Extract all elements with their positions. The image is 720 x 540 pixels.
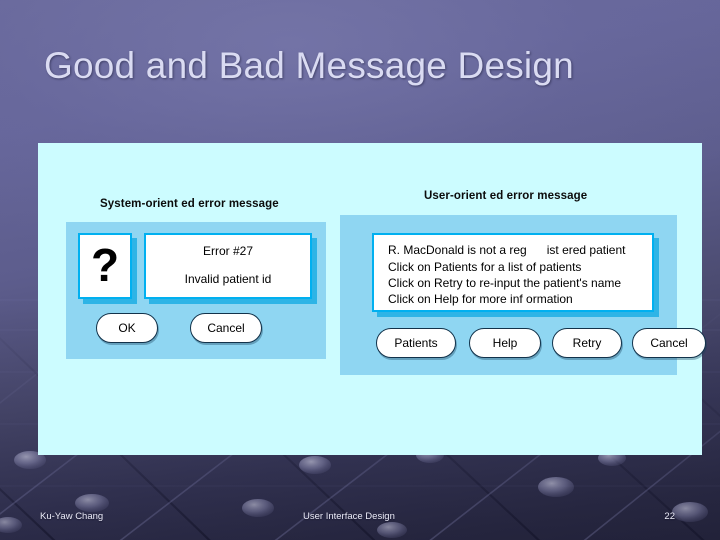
footer-author: Ku-Yaw Chang — [40, 511, 104, 522]
patients-button[interactable]: Patients — [376, 328, 456, 358]
footer-course: User Interface Design — [303, 511, 395, 522]
content-panel: System-orient ed error message ? Error #… — [38, 143, 706, 455]
footer-page-number: 22 — [664, 511, 675, 522]
left-example-caption: System-orient ed error message — [100, 198, 279, 210]
retry-button[interactable]: Retry — [552, 328, 622, 358]
help-button[interactable]: Help — [469, 328, 541, 358]
right-message-window: R. MacDonald is not a reg ist ered patie… — [372, 233, 654, 312]
question-mark-icon-window: ? — [78, 233, 132, 299]
ok-button[interactable]: OK — [96, 313, 158, 343]
question-mark-icon: ? — [90, 239, 120, 292]
cancel-button-left[interactable]: Cancel — [190, 313, 262, 343]
right-message-line-4: Click on Help for more inf ormation — [388, 292, 573, 306]
left-example-group: System-orient ed error message ? Error #… — [38, 143, 358, 403]
left-message-window: Error #27 Invalid patient id — [144, 233, 312, 299]
page-title: Good and Bad Message Design — [44, 45, 574, 86]
right-message-line-2: Click on Patients for a list of patients — [388, 260, 582, 274]
right-example-group: User-orient ed error message R. MacDonal… — [334, 143, 706, 423]
right-example-caption: User-orient ed error message — [424, 190, 588, 202]
right-message-line-3: Click on Retry to re-input the patient's… — [388, 276, 622, 290]
right-message-line-1: R. MacDonald is not a reg ist ered patie… — [388, 243, 626, 257]
cancel-button-right[interactable]: Cancel — [632, 328, 706, 358]
left-message-line-1: Error #27 — [202, 244, 254, 258]
left-message-line-2: Invalid patient id — [184, 272, 272, 286]
